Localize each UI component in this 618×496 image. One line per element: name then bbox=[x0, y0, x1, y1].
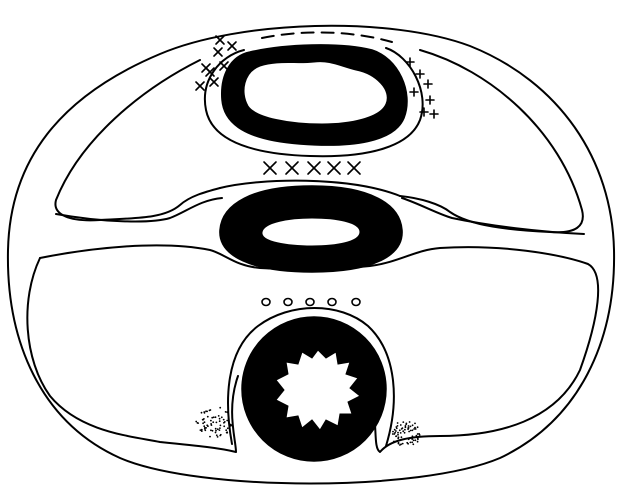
middle-x-marker bbox=[264, 162, 276, 174]
top-left-cross-marker bbox=[228, 42, 236, 50]
middle-x-marker bbox=[348, 162, 360, 174]
lower-circle-marker bbox=[306, 299, 314, 306]
top-left-cross-marker bbox=[210, 78, 218, 86]
upper-left-compartment bbox=[55, 60, 220, 220]
lower-circle-marker bbox=[262, 299, 270, 306]
top-right-plus-marker bbox=[430, 110, 438, 118]
top-right-plus-marker bbox=[426, 96, 434, 104]
top-right-plus-marker bbox=[424, 80, 432, 88]
middle-x-marker bbox=[286, 162, 298, 174]
top-left-cross-marker bbox=[214, 48, 222, 56]
lower-circle-marker bbox=[352, 299, 360, 306]
lower-circle-marker bbox=[328, 299, 336, 306]
top-left-cross-marker bbox=[196, 82, 204, 90]
middle-x-marker bbox=[328, 162, 340, 174]
middle-tube-lumen bbox=[262, 218, 360, 246]
top-right-plus-marker bbox=[416, 70, 424, 78]
top-left-cross-marker bbox=[220, 62, 228, 70]
middle-septum-right bbox=[402, 198, 584, 234]
top-right-plus-marker bbox=[410, 88, 418, 96]
upper-right-compartment bbox=[400, 50, 583, 232]
stipple-patch-left bbox=[195, 407, 232, 438]
lower-circle-marker bbox=[284, 299, 292, 306]
top-dashed-line bbox=[262, 32, 392, 42]
top-left-cross-marker bbox=[202, 64, 210, 72]
middle-x-marker bbox=[308, 162, 320, 174]
lower-compartment-left bbox=[27, 258, 238, 452]
